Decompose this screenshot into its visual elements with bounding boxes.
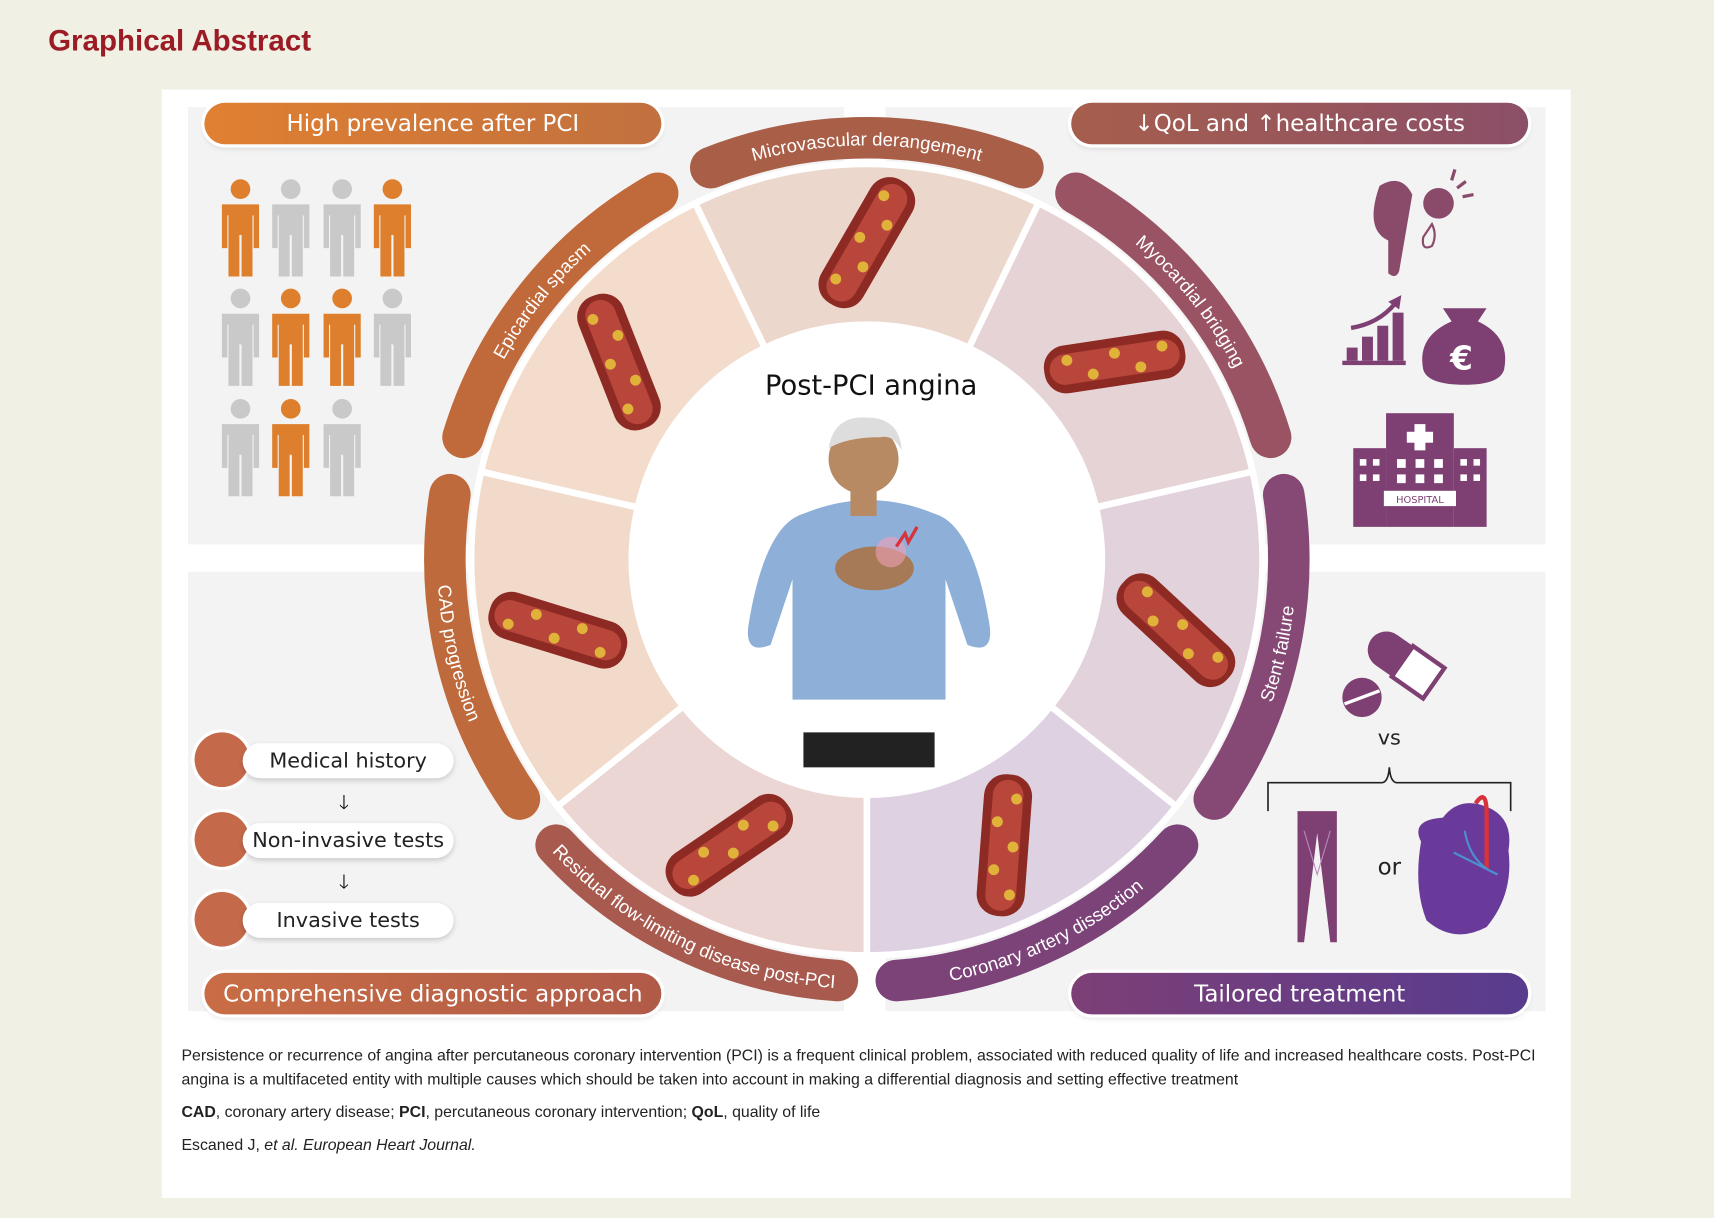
segment-band bbox=[442, 172, 679, 459]
segment-band bbox=[689, 117, 1044, 189]
abbr-term: CAD bbox=[181, 1104, 216, 1122]
abbr-def: , quality of life bbox=[723, 1104, 821, 1122]
segment-band bbox=[875, 824, 1199, 1002]
vessel-illustration bbox=[1116, 573, 1236, 688]
vessel-illustration bbox=[818, 177, 916, 309]
abbreviations: CAD, coronary artery disease; PCI, percu… bbox=[181, 1101, 1558, 1125]
vessel-illustration bbox=[1043, 330, 1186, 394]
pill-qol-costs: ↓QoL and ↑healthcare costs bbox=[1071, 102, 1529, 145]
person-icon-unaffected bbox=[272, 179, 310, 277]
vessel-illustration bbox=[488, 591, 628, 669]
pill-tailored-treatment: Tailored treatment bbox=[1071, 972, 1529, 1015]
page-title: Graphical Abstract bbox=[48, 24, 312, 57]
person-icon-unaffected bbox=[221, 288, 260, 386]
vessel-illustration bbox=[976, 774, 1033, 917]
catheter-icon bbox=[194, 891, 250, 947]
segment-band bbox=[1193, 473, 1310, 820]
citation-journal: et al. European Heart Journal. bbox=[264, 1136, 476, 1155]
arrow-down-icon: 🡓 bbox=[338, 791, 350, 815]
center-label: Post-PCI angina bbox=[765, 371, 977, 402]
abbr-def: , percutaneous coronary intervention; bbox=[425, 1104, 692, 1122]
segment-band bbox=[1055, 172, 1292, 459]
step-non-invasive-tests: Non-invasive tests bbox=[242, 823, 454, 859]
pill-diagnostic-approach: Comprehensive diagnostic approach bbox=[204, 972, 662, 1015]
abbr-def: , coronary artery disease; bbox=[215, 1104, 400, 1122]
person-icon-affected bbox=[272, 288, 310, 386]
person-icon-unaffected bbox=[323, 398, 361, 497]
person-icon-affected bbox=[272, 398, 310, 497]
person-icon-unaffected bbox=[221, 398, 260, 497]
vessel-illustration bbox=[665, 793, 794, 897]
person-icon-affected bbox=[373, 179, 412, 277]
caption-text: Persistence or recurrence of angina afte… bbox=[181, 1047, 1536, 1089]
scanner-icon bbox=[194, 812, 250, 867]
vessel-illustration bbox=[577, 293, 661, 431]
person-icon-unaffected bbox=[323, 179, 361, 277]
arrow-down-icon: 🡓 bbox=[338, 871, 350, 895]
citation-author: Escaned J, bbox=[181, 1136, 265, 1155]
citation: Escaned J, et al. European Heart Journal… bbox=[181, 1134, 1558, 1158]
patient-chest-pain-illustration bbox=[747, 417, 991, 768]
step-invasive-tests: Invasive tests bbox=[242, 902, 454, 938]
abbr-term: PCI bbox=[399, 1104, 426, 1122]
pill-high-prevalence: High prevalence after PCI bbox=[204, 102, 662, 145]
segment-band bbox=[424, 473, 541, 820]
person-icon-affected bbox=[221, 179, 260, 277]
abbr-term: QoL bbox=[691, 1104, 724, 1122]
person-icon-affected bbox=[323, 288, 361, 386]
clipboard-icon bbox=[194, 732, 250, 788]
caption-block: Persistence or recurrence of angina afte… bbox=[181, 1044, 1558, 1158]
person-icon-unaffected bbox=[373, 288, 412, 386]
segment-band bbox=[535, 824, 859, 1002]
step-medical-history: Medical history bbox=[242, 743, 454, 779]
